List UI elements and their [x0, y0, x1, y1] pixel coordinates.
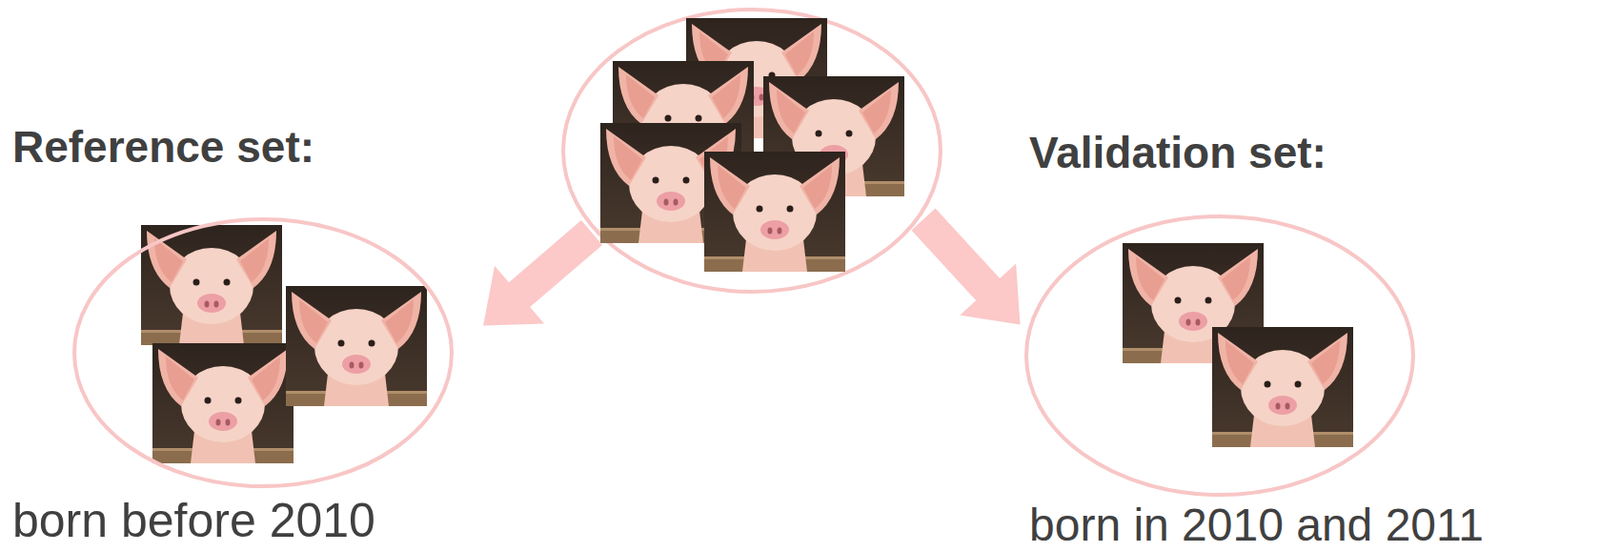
- set-heading: Validation set:: [1029, 129, 1327, 176]
- set-ellipse: [1010, 0, 1600, 552]
- set-caption: born in 2010 and 2011: [1029, 501, 1484, 549]
- set-heading: Reference set:: [12, 123, 315, 170]
- animal-set: Validation set: born in 2010 and 2011: [1010, 0, 1600, 552]
- set-caption: born before 2010: [12, 495, 376, 547]
- set-ellipse: [0, 0, 496, 552]
- animal-set: Reference set: born before 2010: [0, 0, 496, 552]
